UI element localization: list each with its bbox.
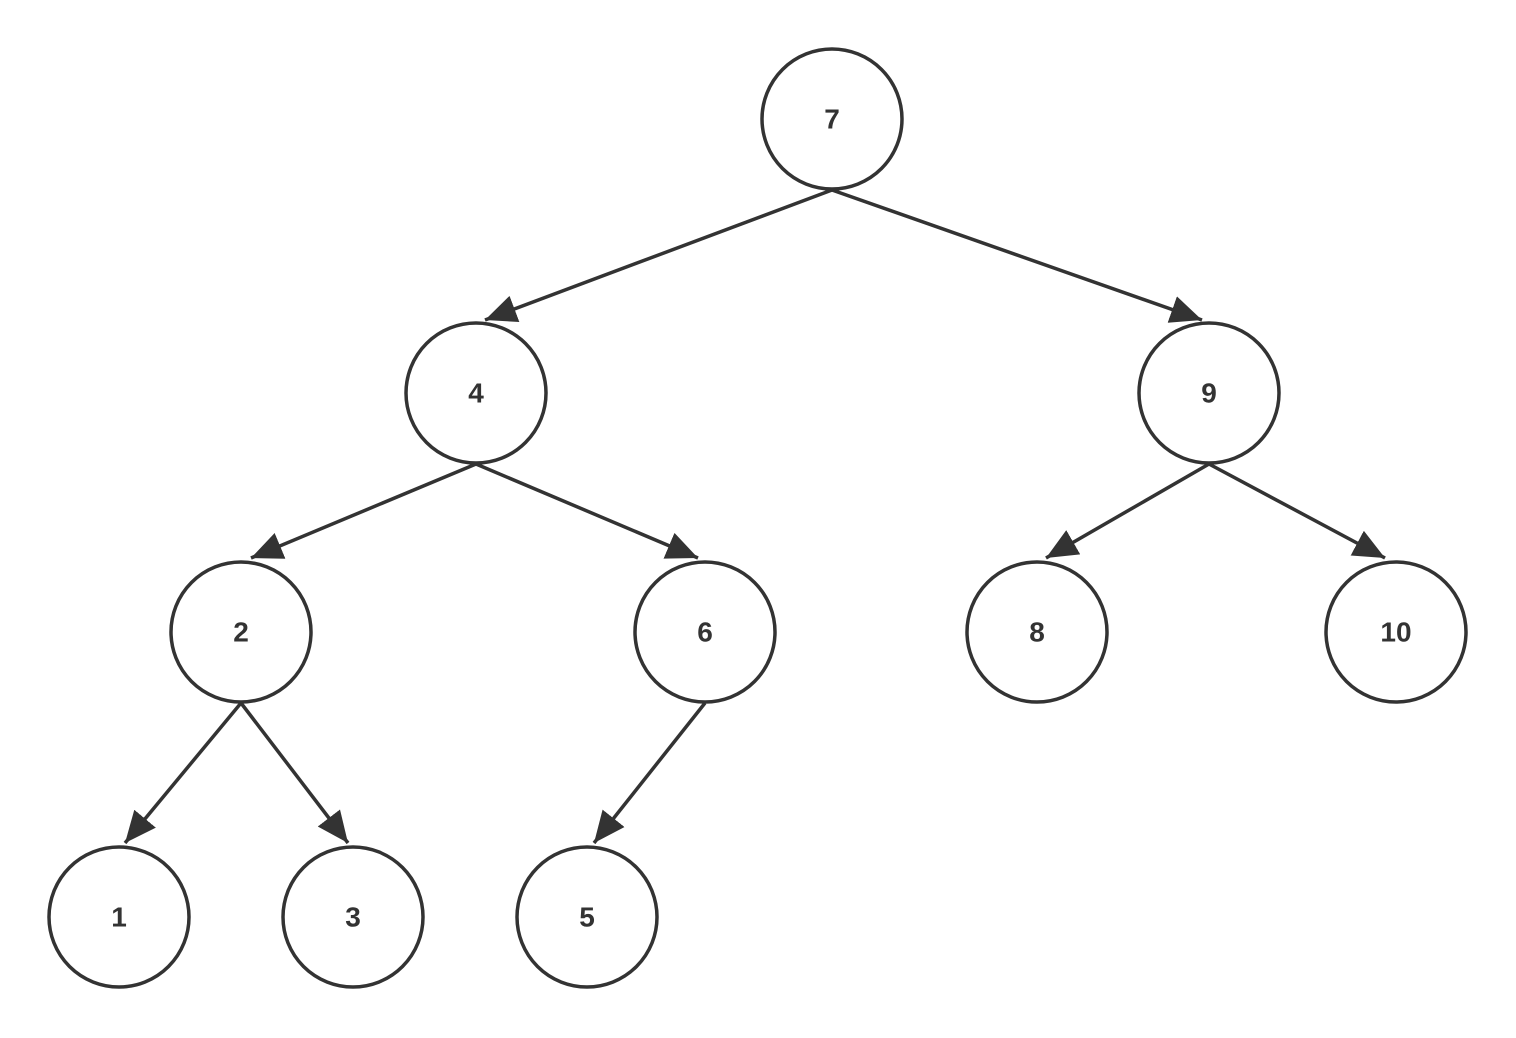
edge-2-to-3 [239, 701, 350, 845]
node-label: 5 [579, 902, 595, 933]
node-label: 4 [468, 378, 484, 409]
node-circle [515, 845, 659, 989]
edge-4-to-2 [250, 462, 477, 560]
node-label: 10 [1380, 617, 1411, 648]
tree-node-2: 2 [169, 560, 313, 704]
edge-7-to-9 [831, 188, 1203, 323]
edge-7-to-4 [484, 188, 833, 323]
node-circle [1137, 321, 1281, 465]
node-circle [1324, 560, 1468, 704]
node-circle [965, 560, 1109, 704]
edge-4-to-6 [475, 462, 699, 560]
tree-node-9: 9 [1137, 321, 1281, 465]
node-circle [281, 845, 425, 989]
edge-2-to-1 [123, 701, 243, 845]
edges-layer [123, 188, 1386, 845]
node-label: 2 [233, 617, 249, 648]
tree-node-1: 1 [47, 845, 191, 989]
tree-node-3: 3 [281, 845, 425, 989]
node-label: 1 [111, 902, 127, 933]
tree-node-8: 8 [965, 560, 1109, 704]
node-label: 8 [1029, 617, 1045, 648]
node-label: 9 [1201, 378, 1217, 409]
node-circle [633, 560, 777, 704]
node-circle [760, 47, 904, 191]
node-circle [169, 560, 313, 704]
edge-6-to-5 [592, 701, 707, 845]
tree-node-4: 4 [404, 321, 548, 465]
tree-node-6: 6 [633, 560, 777, 704]
tree-node-5: 5 [515, 845, 659, 989]
node-label: 7 [824, 104, 840, 135]
edge-9-to-10 [1208, 462, 1386, 560]
node-circle [47, 845, 191, 989]
node-label: 3 [345, 902, 361, 933]
edge-9-to-8 [1045, 462, 1210, 560]
tree-node-7: 7 [760, 47, 904, 191]
tree-node-10: 10 [1324, 560, 1468, 704]
node-circle [404, 321, 548, 465]
node-label: 6 [697, 617, 713, 648]
nodes-layer: 7 4 9 2 6 8 10 1 [47, 47, 1468, 989]
